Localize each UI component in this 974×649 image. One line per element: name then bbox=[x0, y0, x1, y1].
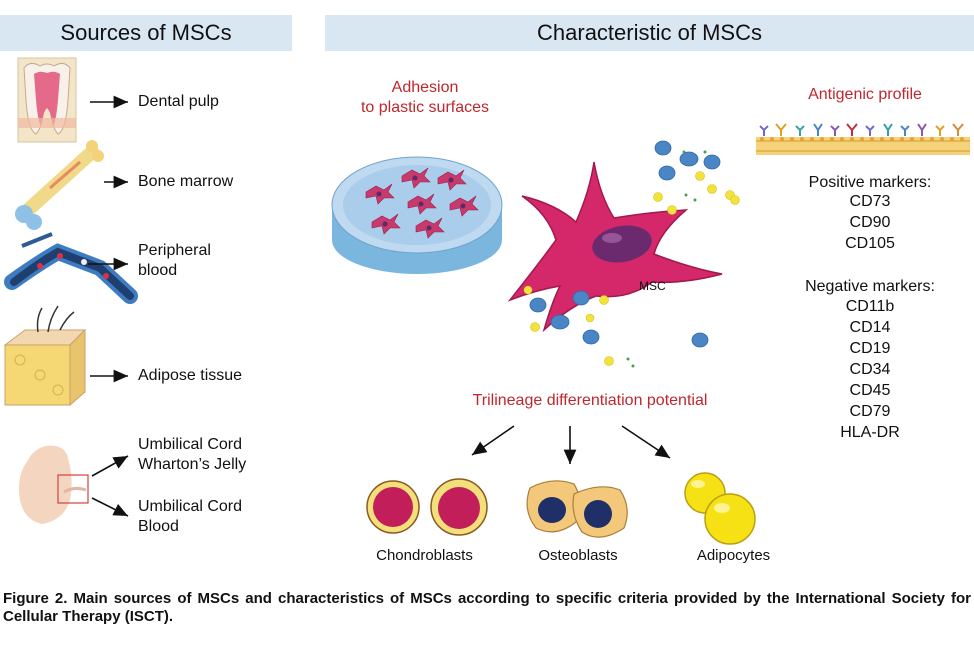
blood-vessel-icon bbox=[4, 232, 138, 304]
cell-membrane-icon bbox=[756, 123, 970, 155]
source-label-umbilical-cord-2: Umbilical Cord bbox=[138, 498, 243, 515]
sources-banner: Sources of MSCs bbox=[0, 15, 292, 51]
source-label-whartons-jelly: Wharton’s Jelly bbox=[138, 456, 247, 473]
adipose-tissue-icon bbox=[3, 305, 87, 407]
characteristics-title: Characteristic of MSCs bbox=[537, 20, 762, 45]
positive-marker-cd105: CD105 bbox=[845, 235, 895, 252]
adhesion-title-line1: Adhesion bbox=[391, 79, 459, 96]
fetus-icon bbox=[19, 445, 89, 524]
lineage-label-chondroblasts: Chondroblasts bbox=[376, 547, 473, 564]
source-label-cord-blood: Blood bbox=[138, 518, 179, 535]
positive-markers-title: Positive markers: bbox=[808, 174, 932, 191]
source-label-umbilical-cord-1: Umbilical Cord bbox=[138, 436, 243, 453]
source-arrows bbox=[88, 95, 129, 517]
positive-marker-cd90: CD90 bbox=[849, 214, 891, 231]
tooth-icon bbox=[17, 57, 77, 143]
petri-dish-icon bbox=[331, 156, 503, 274]
differentiation-arrows bbox=[471, 425, 671, 464]
msc-label: MSC bbox=[639, 279, 666, 293]
antigenic-profile-title: Antigenic profile bbox=[808, 86, 922, 103]
negative-marker-cd14: CD14 bbox=[849, 319, 891, 336]
chondroblast-icon bbox=[366, 478, 488, 536]
source-label-adipose-tissue: Adipose tissue bbox=[138, 367, 243, 384]
positive-marker-cd73: CD73 bbox=[849, 193, 891, 210]
characteristics-banner: Characteristic of MSCs bbox=[325, 15, 974, 51]
lineage-label-osteoblasts: Osteoblasts bbox=[538, 547, 618, 564]
adipocyte-icon bbox=[684, 472, 756, 545]
source-label-blood: blood bbox=[138, 262, 178, 279]
negative-marker-cd45: CD45 bbox=[849, 382, 891, 399]
negative-markers-title: Negative markers: bbox=[805, 278, 935, 295]
osteoblast-icon bbox=[526, 480, 628, 538]
msc-cell-icon bbox=[507, 161, 723, 333]
lineage-label-adipocytes: Adipocytes bbox=[696, 547, 771, 564]
negative-marker-cd19: CD19 bbox=[849, 340, 891, 357]
sources-title: Sources of MSCs bbox=[60, 20, 232, 45]
negative-marker-cd79: CD79 bbox=[849, 403, 891, 420]
source-label-peripheral: Peripheral bbox=[138, 242, 211, 259]
negative-marker-cd11b: CD11b bbox=[845, 298, 895, 315]
figure-caption: Figure 2. Main sources of MSCs and chara… bbox=[3, 590, 971, 625]
bone-icon bbox=[15, 140, 104, 230]
adhesion-title-line2: to plastic surfaces bbox=[360, 99, 490, 116]
source-label-bone-marrow: Bone marrow bbox=[138, 173, 234, 190]
secretion-dots bbox=[523, 140, 740, 368]
negative-marker-hla-dr: HLA-DR bbox=[840, 424, 900, 441]
source-label-dental-pulp: Dental pulp bbox=[138, 93, 219, 110]
negative-marker-cd34: CD34 bbox=[849, 361, 891, 378]
trilineage-title: Trilineage differentiation potential bbox=[472, 392, 708, 409]
